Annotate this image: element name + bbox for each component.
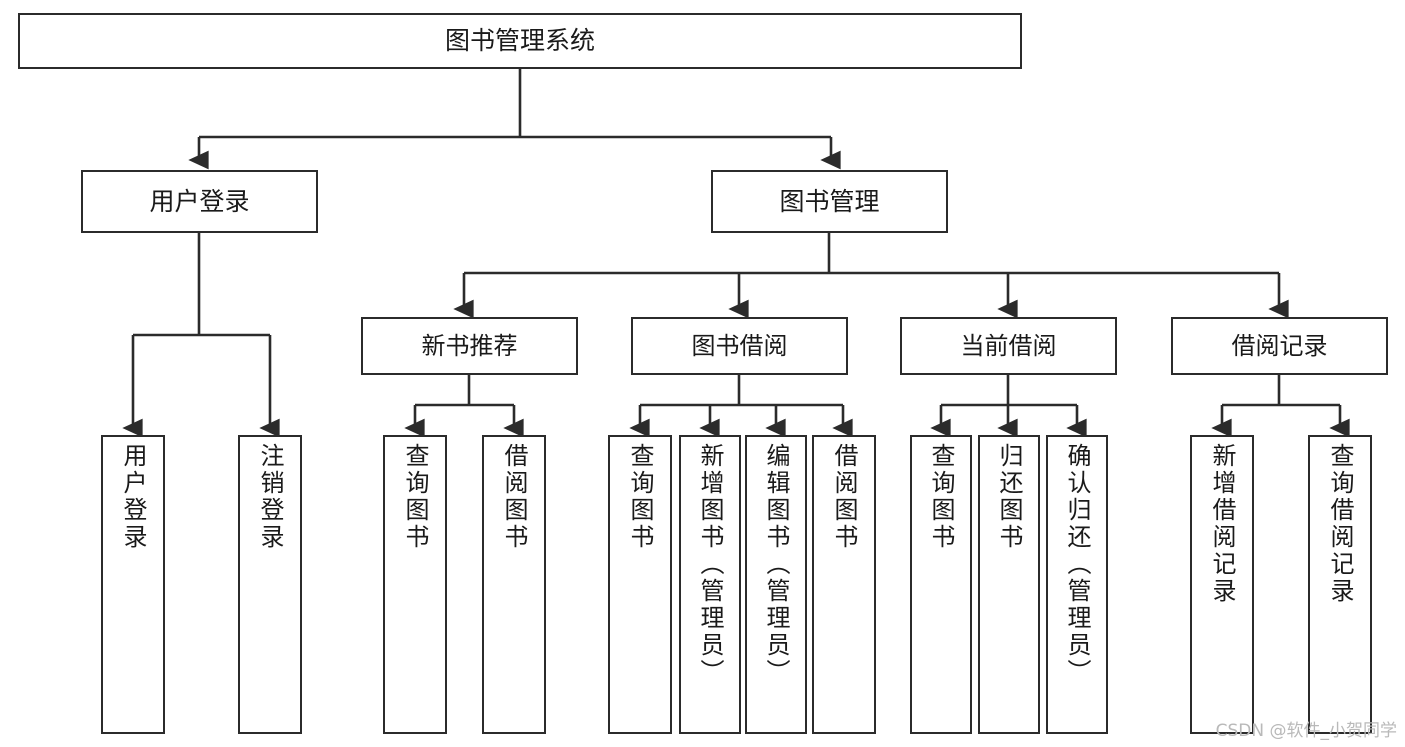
- leaf-book-borrow-edit[interactable]: 编辑图书（管理员）: [745, 435, 807, 734]
- node-label: 查询图书: [626, 443, 654, 551]
- node-label: 图书管理系统: [444, 26, 595, 56]
- node-label: 图书管理: [779, 186, 880, 216]
- node-label: 查询图书: [401, 443, 429, 551]
- node-label: 新增图书（管理员）: [696, 443, 724, 686]
- leaf-user-login-logout[interactable]: 注销登录: [238, 435, 302, 734]
- node-label: 当前借阅: [960, 331, 1057, 360]
- leaf-new-book-borrow[interactable]: 借阅图书: [482, 435, 546, 734]
- leaf-borrow-record-query[interactable]: 查询借阅记录: [1308, 435, 1372, 734]
- node-label: 新书推荐: [421, 331, 518, 360]
- node-label: 查询借阅记录: [1326, 443, 1354, 605]
- node-label: 借阅记录: [1231, 331, 1328, 360]
- node-label: 编辑图书（管理员）: [762, 443, 790, 686]
- node-new-book-recommend[interactable]: 新书推荐: [361, 317, 578, 375]
- leaf-borrow-record-add[interactable]: 新增借阅记录: [1190, 435, 1254, 734]
- csdn-watermark: CSDN @软件_小贺同学: [1215, 721, 1397, 741]
- node-label: 用户登录: [119, 443, 147, 551]
- leaf-book-borrow-query[interactable]: 查询图书: [608, 435, 672, 734]
- leaf-book-borrow-borrow[interactable]: 借阅图书: [812, 435, 876, 734]
- node-label: 确认归还（管理员）: [1063, 443, 1091, 686]
- node-label: 借阅图书: [830, 443, 858, 551]
- node-label: 用户登录: [149, 186, 250, 216]
- leaf-current-borrow-query[interactable]: 查询图书: [910, 435, 972, 734]
- node-label: 查询图书: [927, 443, 955, 551]
- leaf-new-book-query[interactable]: 查询图书: [383, 435, 447, 734]
- node-user-login[interactable]: 用户登录: [81, 170, 318, 233]
- leaf-user-login-login[interactable]: 用户登录: [101, 435, 165, 734]
- leaf-book-borrow-add[interactable]: 新增图书（管理员）: [679, 435, 741, 734]
- node-book-borrow[interactable]: 图书借阅: [631, 317, 848, 375]
- node-label: 归还图书: [995, 443, 1023, 551]
- node-label: 注销登录: [256, 443, 284, 551]
- node-current-borrow[interactable]: 当前借阅: [900, 317, 1117, 375]
- node-borrow-record[interactable]: 借阅记录: [1171, 317, 1388, 375]
- leaf-current-borrow-return[interactable]: 归还图书: [978, 435, 1040, 734]
- node-label: 新增借阅记录: [1208, 443, 1236, 605]
- node-root-system[interactable]: 图书管理系统: [18, 13, 1022, 69]
- node-label: 图书借阅: [691, 331, 788, 360]
- node-book-management[interactable]: 图书管理: [711, 170, 948, 233]
- node-label: 借阅图书: [500, 443, 528, 551]
- leaf-current-borrow-confirm[interactable]: 确认归还（管理员）: [1046, 435, 1108, 734]
